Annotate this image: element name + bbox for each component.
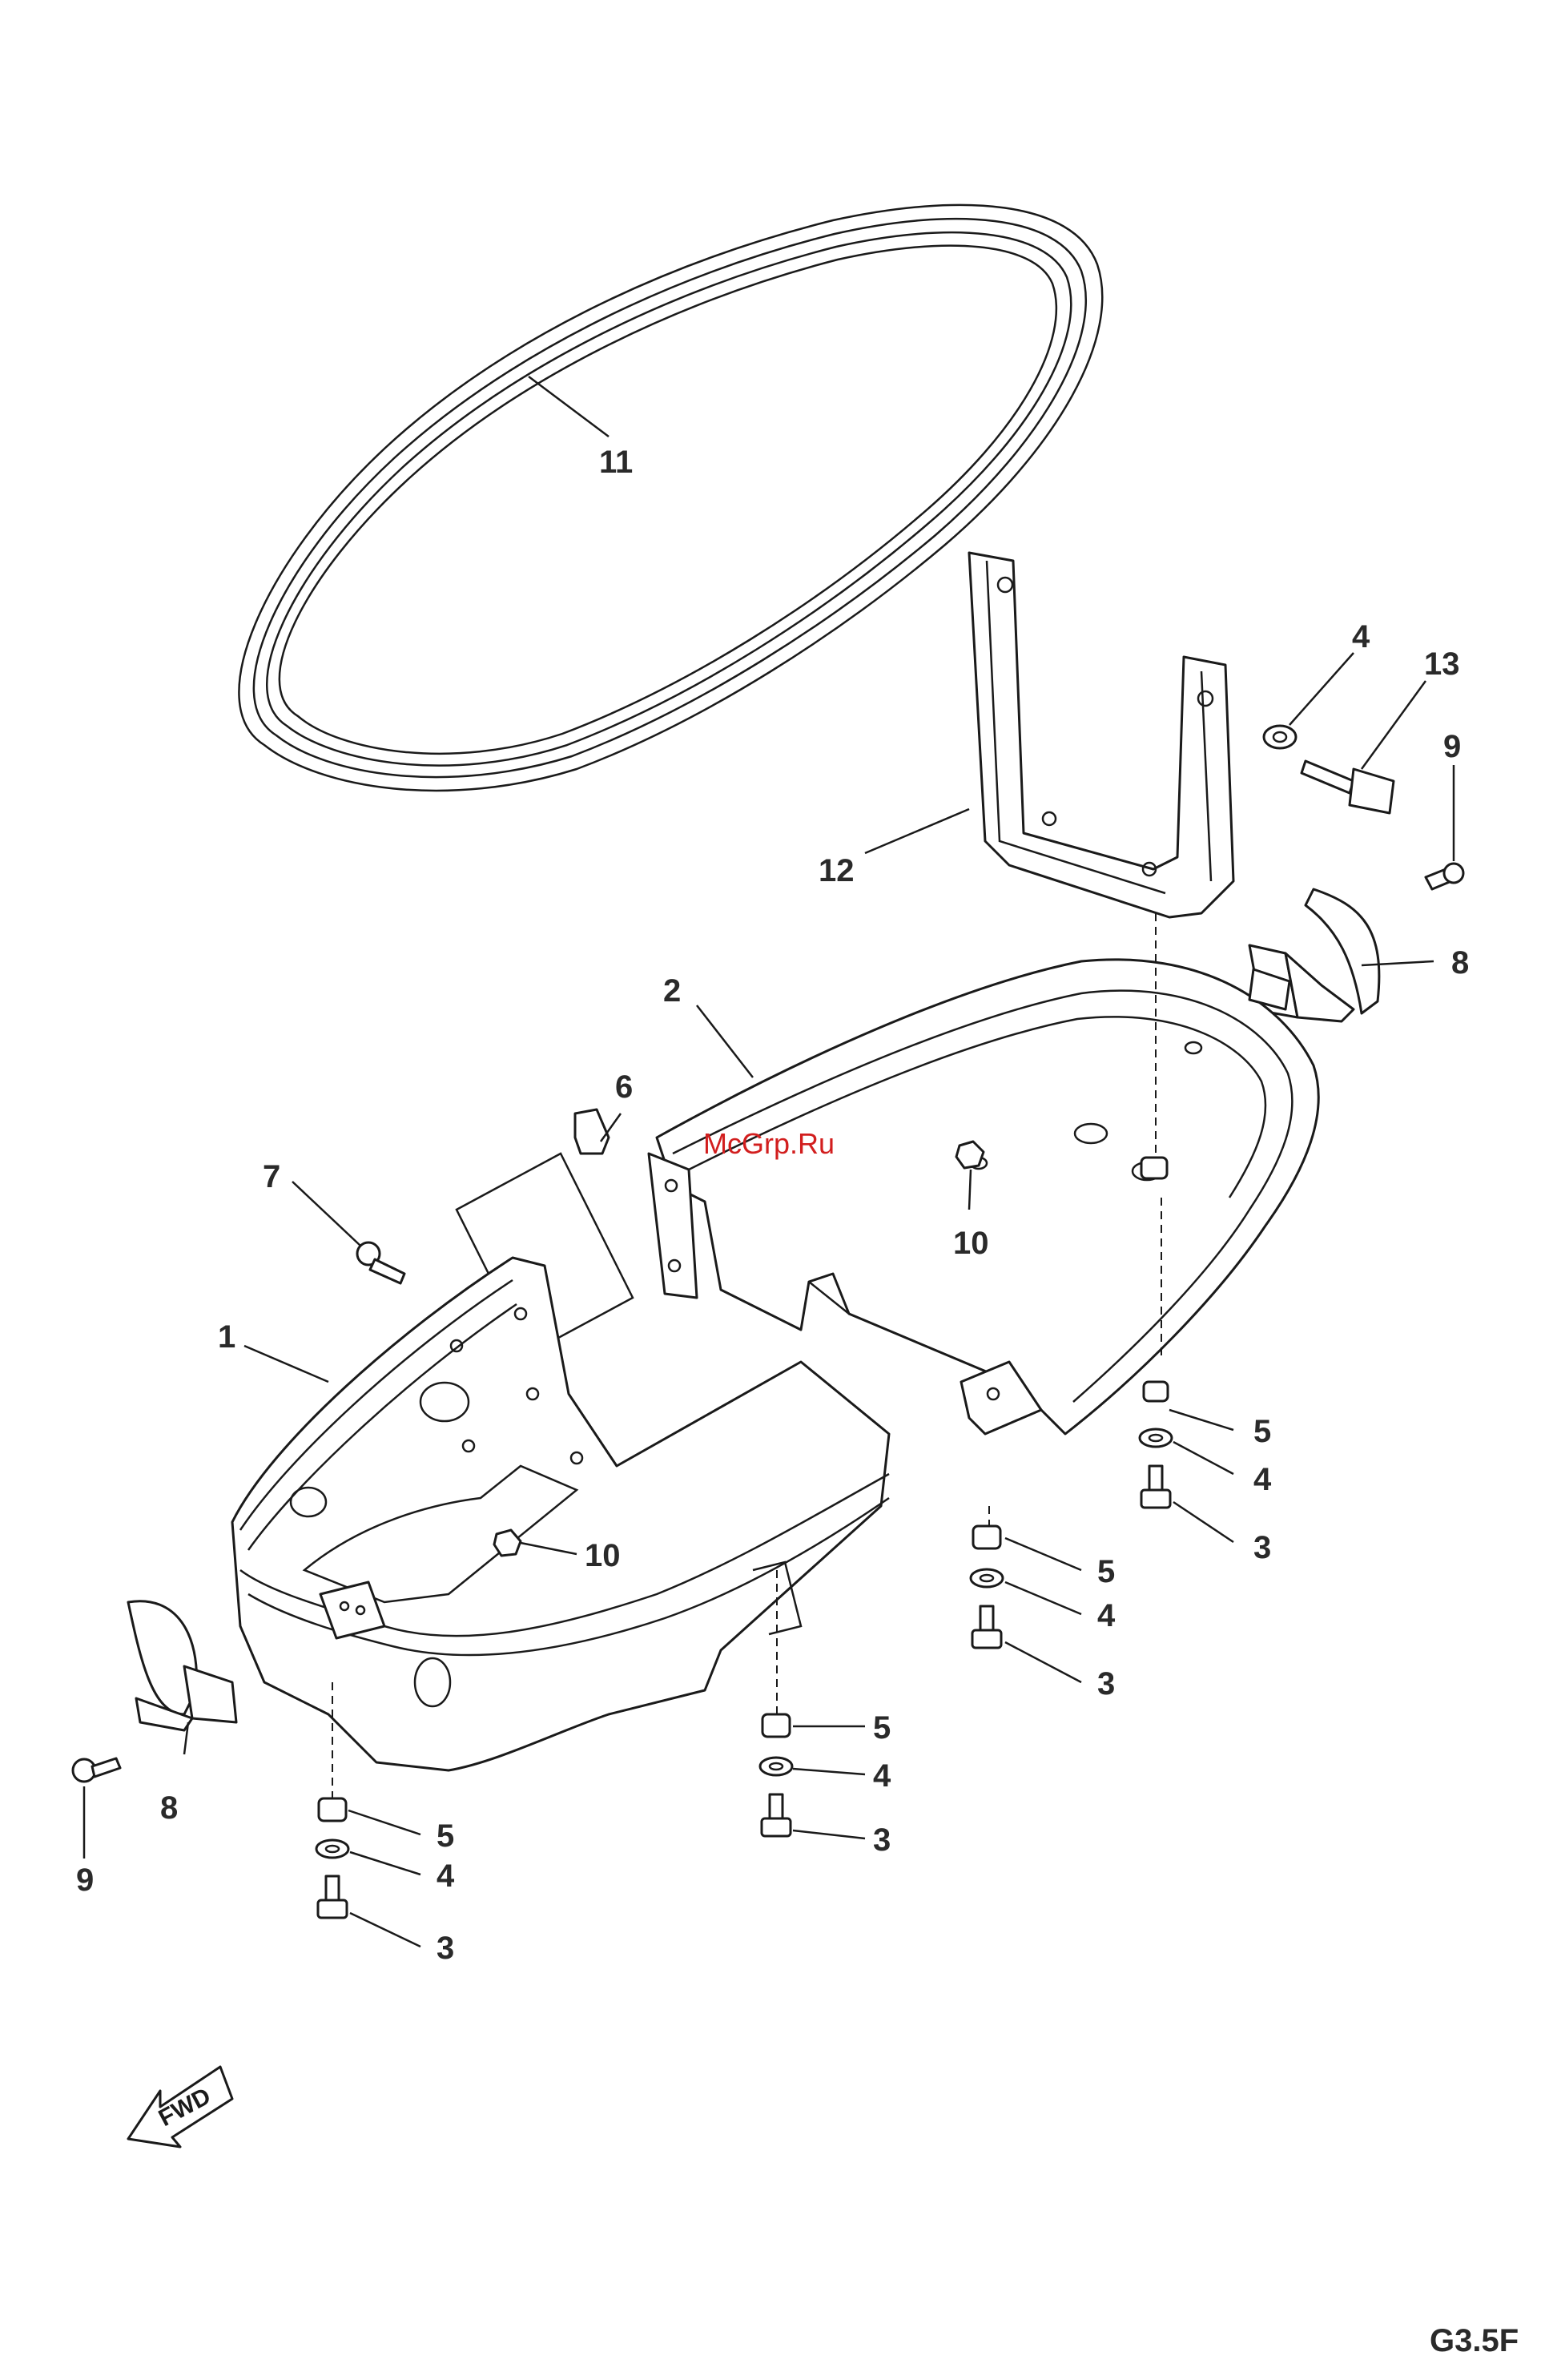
label-part-5-right: 5 [1253, 1414, 1271, 1449]
label-part-7: 7 [263, 1159, 280, 1194]
fastener-stack-mid-right [971, 1526, 1003, 1648]
label-part-13: 13 [1424, 646, 1460, 682]
label-part-12: 12 [819, 853, 855, 888]
label-part-9-left: 9 [76, 1863, 94, 1898]
label-part-2: 2 [663, 973, 681, 1009]
drawing-code: G3.5F [1430, 2323, 1519, 2358]
label-part-8-left: 8 [160, 1790, 178, 1826]
label-part-1: 1 [218, 1319, 235, 1355]
label-part-5-left: 5 [437, 1818, 454, 1854]
label-part-4-right: 4 [1253, 1462, 1272, 1497]
watermark: McGrp.Ru [703, 1127, 835, 1160]
label-part-11: 11 [599, 445, 633, 480]
rear-cowling [649, 960, 1318, 1434]
label-part-3-mid-right: 3 [1097, 1666, 1115, 1701]
label-part-4-left: 4 [437, 1858, 455, 1894]
fastener-stack-mid [760, 1714, 792, 1836]
seal-ring [239, 205, 1102, 791]
label-part-4-mid: 4 [873, 1758, 891, 1794]
bolt-top [1302, 761, 1394, 813]
label-part-5-mid: 5 [873, 1710, 891, 1746]
label-part-8-upper: 8 [1451, 945, 1469, 981]
label-part-6: 6 [615, 1069, 633, 1105]
label-part-5-mid-right: 5 [1097, 1554, 1115, 1589]
label-part-3-right: 3 [1253, 1530, 1271, 1565]
label-part-3-left: 3 [437, 1931, 454, 1966]
label-part-10-upper: 10 [953, 1226, 989, 1261]
bolt-7 [357, 1242, 404, 1283]
label-part-9-upper: 9 [1443, 729, 1461, 764]
clip-left [128, 1601, 236, 1730]
fastener-stack-left [316, 1798, 348, 1918]
label-part-4-mid-right: 4 [1097, 1598, 1116, 1633]
screw-left [73, 1758, 120, 1782]
fwd-arrow-icon: FWD [128, 2067, 232, 2147]
bracket [969, 553, 1233, 917]
screw-upper-right [1426, 864, 1463, 889]
label-part-10-lower: 10 [585, 1538, 621, 1573]
label-part-4-top: 4 [1352, 619, 1370, 654]
washer-top [1264, 726, 1296, 748]
front-cowling [232, 1258, 889, 1770]
label-part-3-mid: 3 [873, 1822, 891, 1858]
